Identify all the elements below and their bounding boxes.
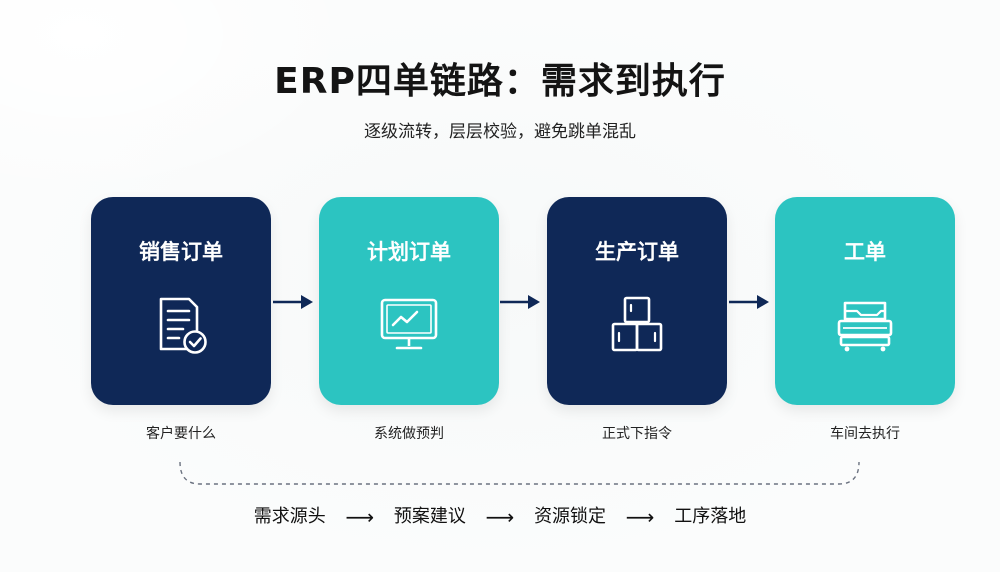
monitor-chart-icon <box>380 298 438 350</box>
flow-arrow: ⟶ <box>345 505 375 529</box>
page-subtitle: 逐级流转，层层校验，避免跳单混乱 <box>364 122 636 142</box>
flow-step: 需求源头 <box>253 506 326 527</box>
card-title: 工单 <box>844 240 886 264</box>
document-check-icon <box>159 297 207 354</box>
boxes-icon <box>611 296 663 352</box>
dashed-bracket <box>179 461 860 485</box>
arrow-right-icon <box>273 295 313 309</box>
card-caption: 车间去执行 <box>830 426 900 442</box>
flow-arrow: ⟶ <box>625 505 655 529</box>
card-title: 销售订单 <box>139 240 223 264</box>
flow-step: 资源锁定 <box>534 506 607 527</box>
flow-arrow: ⟶ <box>485 505 515 529</box>
card-planned-order: 计划订单 <box>319 197 499 405</box>
card-production-order: 生产订单 <box>547 197 727 405</box>
card-title: 生产订单 <box>595 240 679 264</box>
machine-icon <box>837 301 893 352</box>
card-caption: 客户要什么 <box>146 426 216 442</box>
flow-summary: 需求源头 ⟶ 预案建议 ⟶ 资源锁定 ⟶ 工序落地 <box>0 504 1000 530</box>
arrow-right-icon <box>729 295 769 309</box>
card-caption: 正式下指令 <box>602 426 672 442</box>
flow-step: 工序落地 <box>674 506 747 527</box>
arrow-right-icon <box>500 295 540 309</box>
card-sales-order: 销售订单 <box>91 197 271 405</box>
card-caption: 系统做预判 <box>374 426 444 442</box>
card-work-order: 工单 <box>775 197 955 405</box>
card-title: 计划订单 <box>367 240 451 264</box>
flow-step: 预案建议 <box>393 506 466 527</box>
page-title: ERP四单链路：需求到执行 <box>274 61 726 102</box>
